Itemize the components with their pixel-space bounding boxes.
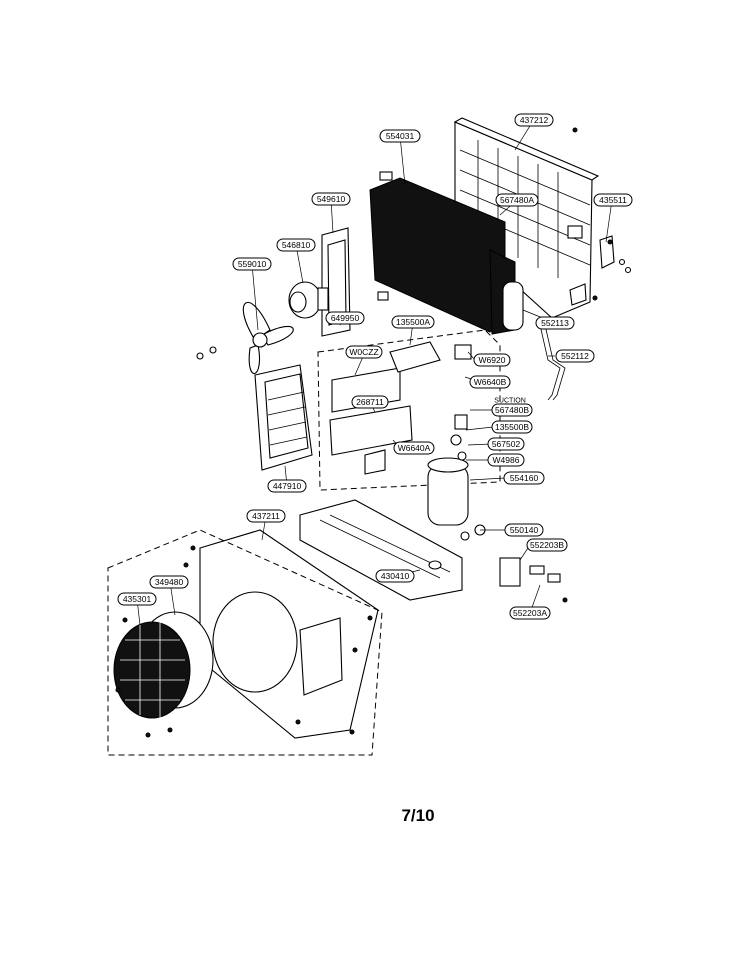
motor-bracket (321, 227, 351, 337)
callout-649950: 649950 (325, 311, 365, 325)
svg-text:559010: 559010 (238, 259, 267, 269)
control-box-region (317, 329, 501, 491)
svg-text:435301: 435301 (123, 594, 152, 604)
callout-W6640A: W6640A (393, 441, 435, 455)
svg-text:546810: 546810 (282, 240, 311, 250)
callout-550140: 550140 (504, 523, 544, 537)
side-bracket (599, 235, 632, 274)
callout-552203B: 552203B (526, 538, 568, 552)
callout-447910: 447910 (267, 479, 307, 493)
svg-text:437211: 437211 (252, 511, 280, 521)
callout-W4986: W4986 (487, 453, 525, 467)
callout-567502: 567502 (487, 437, 525, 451)
svg-text:649950: 649950 (331, 313, 360, 323)
front-grille-region (107, 529, 383, 756)
callout-546810: 546810 (276, 238, 316, 252)
svg-text:437212: 437212 (520, 115, 549, 125)
front-cabinet (199, 529, 379, 739)
svg-text:430410: 430410 (381, 571, 410, 581)
callout-567480B: 567480B (491, 403, 533, 417)
callout-268711: 268711 (351, 395, 389, 409)
side-panel (254, 364, 313, 471)
callout-135500B: 135500B (491, 420, 533, 434)
svg-text:554031: 554031 (386, 131, 415, 141)
svg-text:550140: 550140 (510, 525, 539, 535)
svg-text:W4986: W4986 (493, 455, 520, 465)
page-number: 7/10 (401, 806, 435, 825)
svg-text:567502: 567502 (492, 439, 521, 449)
callout-135500A: 135500A (391, 315, 435, 329)
callout-349480: 349480 (149, 575, 189, 589)
suction-label: SUCTION (494, 398, 526, 405)
callout-W6640B: W6640B (469, 375, 511, 389)
svg-text:552113: 552113 (541, 318, 569, 328)
callout-435301: 435301 (117, 592, 157, 606)
callout-552112: 552112 (555, 349, 595, 363)
fan-motor (288, 281, 329, 319)
callout-552203A: 552203A (509, 606, 551, 620)
base-pan (299, 499, 463, 601)
service-valves (499, 557, 561, 587)
callout-549610: 549610 (311, 192, 351, 206)
callout-567480A: 567480A (495, 193, 539, 207)
svg-text:135500B: 135500B (495, 422, 529, 432)
callout-552113: 552113 (535, 316, 575, 330)
svg-text:552203B: 552203B (530, 540, 564, 550)
callout-559010: 559010 (232, 257, 272, 271)
callout-435511: 435511 (593, 193, 633, 207)
callout-W6920: W6920 (473, 353, 511, 367)
svg-text:549610: 549610 (317, 194, 346, 204)
svg-text:435511: 435511 (599, 195, 627, 205)
svg-text:567480A: 567480A (500, 195, 534, 205)
svg-text:349480: 349480 (155, 577, 184, 587)
svg-text:552112: 552112 (561, 351, 589, 361)
compressor (427, 414, 486, 541)
callout-437212: 437212 (514, 113, 554, 127)
svg-text:268711: 268711 (356, 397, 384, 407)
svg-text:W6920: W6920 (479, 355, 506, 365)
callout-554160: 554160 (503, 471, 545, 485)
svg-text:567480B: 567480B (495, 405, 529, 415)
svg-text:W6640A: W6640A (398, 443, 431, 453)
svg-text:W0CZZ: W0CZZ (349, 347, 378, 357)
screws (115, 127, 613, 738)
svg-text:554160: 554160 (510, 473, 539, 483)
svg-text:447910: 447910 (273, 481, 302, 491)
propeller-fan (196, 301, 294, 375)
callout-554031: 554031 (379, 129, 421, 143)
front-grille (113, 621, 191, 719)
tube-assembly (502, 281, 566, 401)
callout-437211: 437211 (246, 509, 286, 523)
svg-text:552203A: 552203A (513, 608, 547, 618)
callout-W0CZZ: W0CZZ (345, 345, 383, 359)
callout-430410: 430410 (375, 569, 415, 583)
svg-text:135500A: 135500A (396, 317, 430, 327)
svg-text:W6640B: W6640B (474, 377, 507, 387)
